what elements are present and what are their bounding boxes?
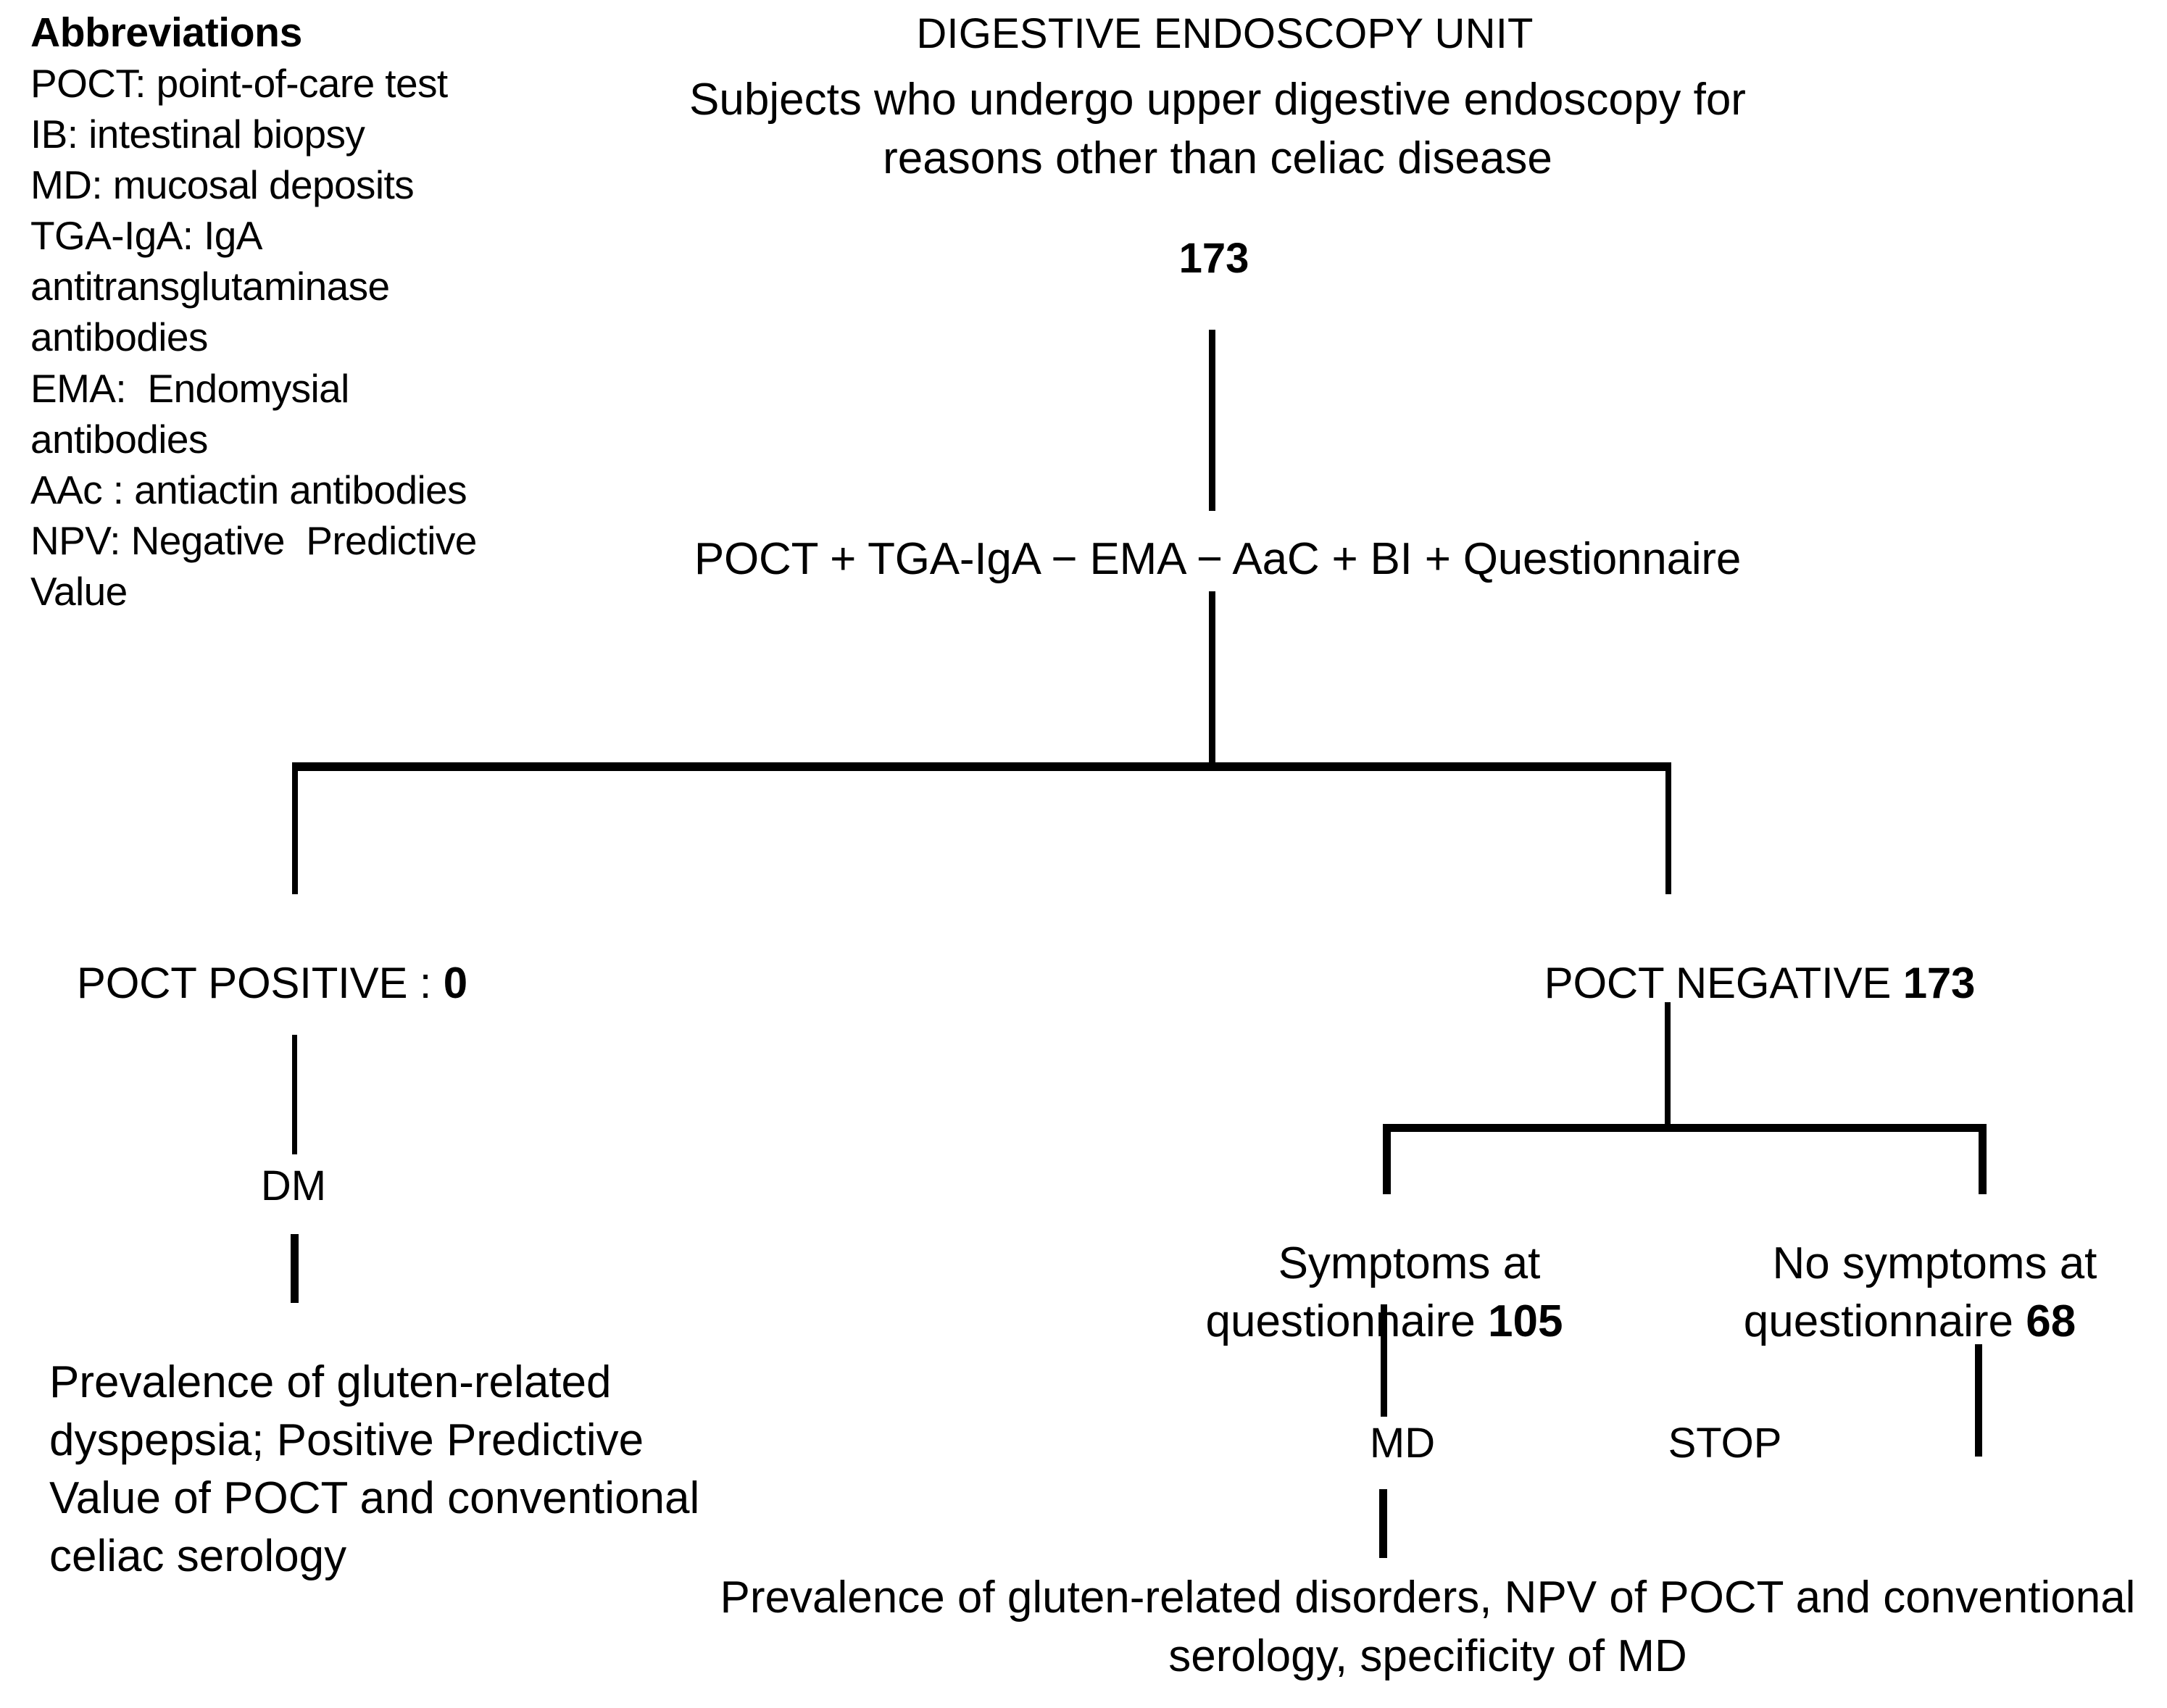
poct-positive-node: POCT POSITIVE : 0 <box>29 901 681 1065</box>
stop-node: STOP <box>1668 1420 1782 1467</box>
abbreviations-title: Abbreviations <box>30 9 302 56</box>
unit-title: DIGESTIVE ENDOSCOPY UNIT <box>916 10 1534 57</box>
abbreviation-item: antibodies <box>30 314 208 360</box>
right-branch-step-md: MD <box>1369 1420 1436 1467</box>
left-branch-step-dm: DM <box>260 1162 327 1209</box>
abbreviation-item: antibodies <box>30 416 208 462</box>
symptoms-no-node: No symptoms at questionnaire 68 <box>1660 1178 2160 1407</box>
split-bar-symptoms <box>1383 1124 1986 1132</box>
poct-negative-count: 173 <box>1902 958 1976 1007</box>
intake-count: 173 <box>1178 235 1249 282</box>
abbreviation-item: MD: mucosal deposits <box>30 162 415 208</box>
abbreviation-item: TGA-IgA: IgA <box>30 213 262 259</box>
connector-protocol-to-split <box>1209 591 1215 769</box>
left-branch-outcome: Prevalence of gluten-related dyspepsia; … <box>49 1357 712 1581</box>
abbreviation-item: IB: intestinal biopsy <box>30 111 365 157</box>
connector-symptoms-yes-to-md <box>1381 1304 1387 1417</box>
abbreviation-item: EMA: Endomysial <box>30 365 349 411</box>
poct-negative-node: POCT NEGATIVE 173 <box>1334 901 2138 1065</box>
connector-poct-negative-to-symptom-split <box>1665 1002 1671 1127</box>
poct-positive-count: 0 <box>443 958 467 1007</box>
intake-description: Subjects who undergo upper digestive end… <box>689 75 1759 183</box>
connector-split-to-poct-positive <box>292 762 298 894</box>
connector-dm-to-left-outcome <box>291 1234 299 1303</box>
connector-poct-positive-to-dm <box>292 1035 297 1154</box>
abbreviation-item: NPV: Negative Predictive <box>30 517 477 563</box>
split-bar-poct <box>292 762 1671 771</box>
abbreviation-item: AAc : antiactin antibodies <box>30 467 467 512</box>
connector-split-to-symptoms-yes <box>1383 1124 1391 1194</box>
connector-split-to-poct-negative <box>1665 762 1671 894</box>
symptoms-no-count: 68 <box>2026 1296 2076 1346</box>
connector-md-to-bottom-outcome <box>1379 1489 1387 1558</box>
symptoms-yes-count: 105 <box>1488 1296 1563 1346</box>
bottom-outcome: Prevalence of gluten-related disorders, … <box>720 1572 2148 1681</box>
symptoms-yes-node: Symptoms at questionnaire 105 <box>1160 1178 1609 1407</box>
connector-root-to-protocol <box>1209 330 1215 511</box>
connector-split-to-symptoms-no <box>1979 1124 1987 1194</box>
poct-negative-label: POCT NEGATIVE <box>1544 958 1903 1007</box>
abbreviation-item: antitransglutaminase <box>30 264 390 309</box>
symptoms-yes-label: Symptoms at questionnaire <box>1205 1238 1553 1346</box>
abbreviations-panel: Abbreviations POCT: point-of-care test I… <box>30 9 560 617</box>
connector-symptoms-no-to-stop <box>1975 1344 1982 1457</box>
symptoms-no-label: No symptoms at questionnaire <box>1743 1238 2110 1346</box>
abbreviation-item: POCT: point-of-care test <box>30 60 448 106</box>
abbreviation-item: Value <box>30 569 128 615</box>
poct-positive-label: POCT POSITIVE : <box>76 958 444 1007</box>
protocol-line: POCT + TGA-IgA − EMA − AaC + BI + Questi… <box>694 534 1742 584</box>
